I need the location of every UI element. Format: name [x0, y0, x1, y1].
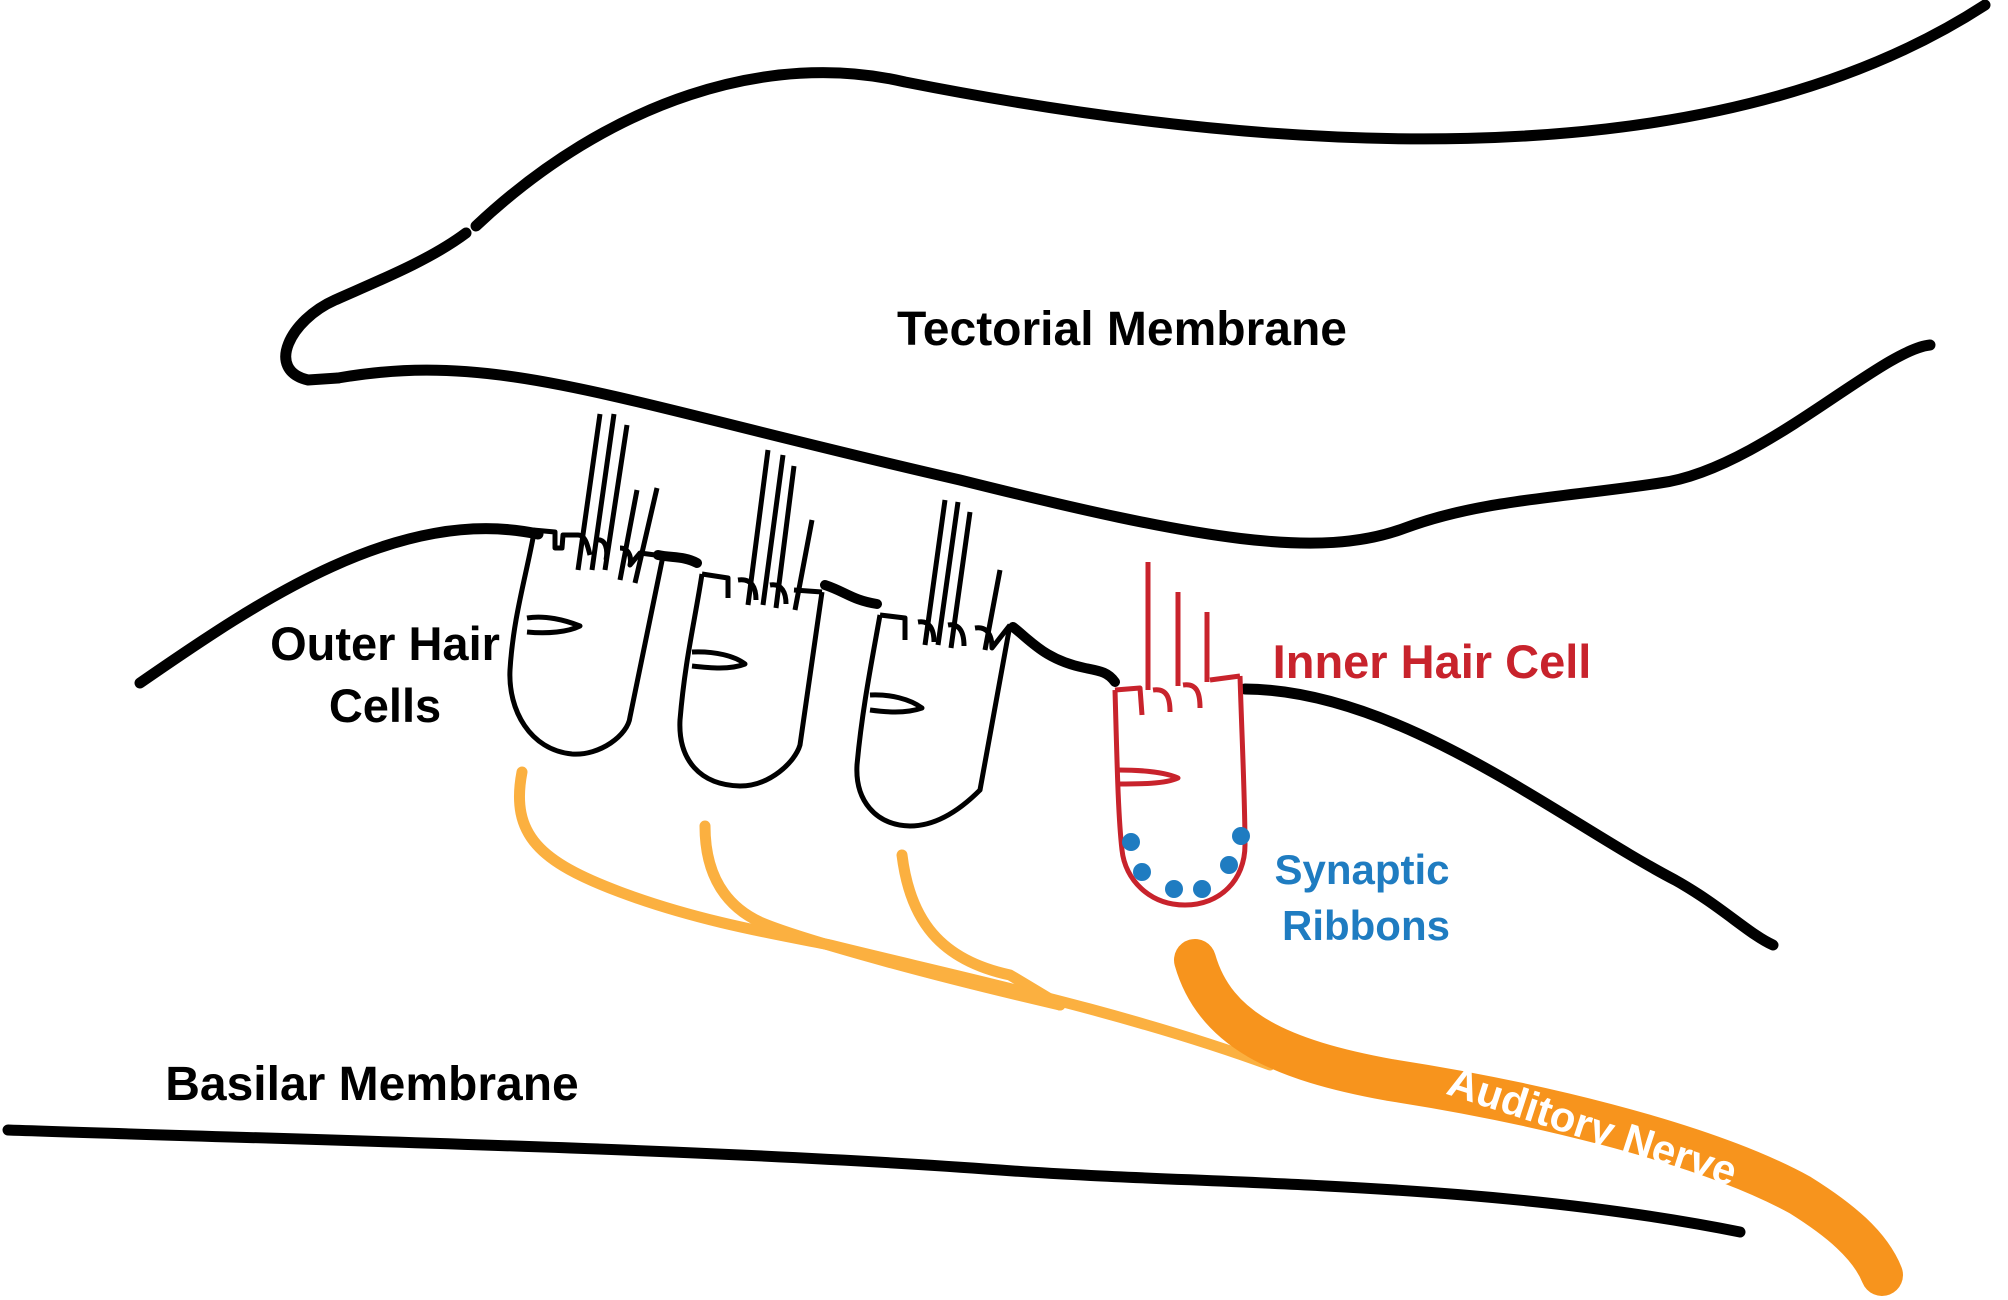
ihc-cuticular-plate: [1114, 673, 1241, 716]
outer-hair-cells-label-line1: Outer Hair: [270, 617, 500, 670]
tectorial-membrane-tip: [280, 227, 472, 386]
tectorial-membrane-upper: [470, 0, 1991, 232]
ohc-2-body: [677, 573, 825, 789]
reticular-lamina-right: [1239, 683, 1779, 951]
fiber-ohc-2: [699, 820, 1066, 1011]
synaptic-ribbons: [1122, 827, 1250, 898]
synaptic-ribbon-dot: [1122, 833, 1140, 851]
ihc-stereocilia: [1145, 562, 1210, 690]
ohc-3-cuticular-plate: [879, 612, 1012, 651]
ohc-1-stereocilia: [575, 413, 660, 584]
synaptic-ribbons-label-line1: Synaptic: [1274, 846, 1449, 893]
ihc-nucleus-mark: [1117, 767, 1181, 787]
synaptic-ribbon-dot: [1193, 880, 1211, 898]
basilar-membrane-line: [2, 1124, 1746, 1238]
basilar-membrane-label: Basilar Membrane: [165, 1058, 579, 1111]
ohc-3-stereocilia: [922, 499, 1003, 651]
inner-hair-cell-label: Inner Hair Cell: [1273, 635, 1592, 688]
outer-hair-cell-1: [507, 413, 666, 757]
outer-hair-cell-fibers: [513, 766, 1276, 1071]
tectorial-membrane-lower: [332, 339, 1936, 549]
ohc-1-nucleus-mark: [526, 614, 583, 636]
ohc-2-stereocilia: [745, 449, 815, 611]
reticular-lamina-middle: [653, 550, 1120, 687]
outer-hair-cell-3: [854, 499, 1013, 829]
outer-hair-cells-label-line2: Cells: [329, 679, 441, 732]
fiber-ohc-1: [513, 766, 1276, 1071]
auditory-nerve-path: [1174, 939, 1903, 1296]
ohc-3-nucleus-mark: [869, 692, 925, 715]
ohc-3-body: [854, 614, 1013, 829]
outer-hair-cell-2: [677, 449, 825, 789]
reticular-lamina-left: [134, 523, 544, 689]
synaptic-ribbon-dot: [1165, 880, 1183, 898]
ohc-1-body: [507, 537, 666, 757]
tectorial-membrane-label: Tectorial Membrane: [897, 303, 1347, 356]
synaptic-ribbon-dot: [1220, 856, 1238, 874]
fiber-ohc-3: [896, 849, 1066, 1011]
inner-hair-cell: [1112, 562, 1248, 908]
synaptic-ribbons-label-line2: Ribbons: [1282, 902, 1450, 949]
synaptic-ribbon-dot: [1232, 827, 1250, 845]
auditory-nerve-label: Auditory Nerve: [1442, 1057, 1743, 1195]
ihc-body: [1112, 675, 1248, 908]
ohc-2-nucleus-mark: [691, 649, 748, 671]
synaptic-ribbon-dot: [1133, 863, 1151, 881]
